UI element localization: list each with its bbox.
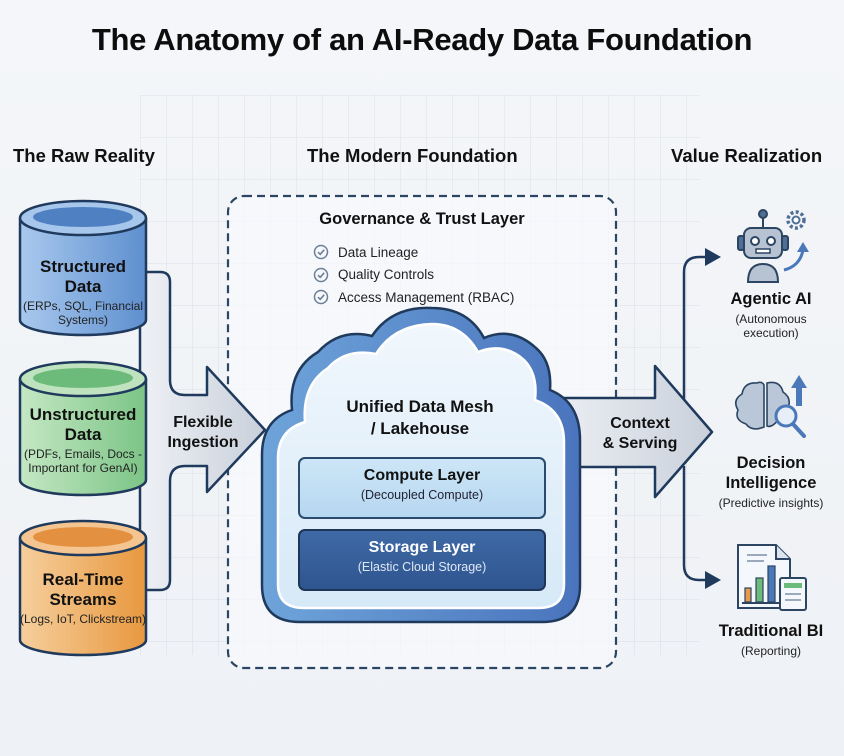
governance-item-label: Data Lineage [338,244,419,260]
governance-item: Access Management (RBAC) [313,286,514,309]
compute-layer: Compute Layer (Decoupled Compute) [298,457,546,519]
governance-item: Data Lineage [313,241,514,264]
check-circle-icon [313,290,329,305]
report-chart-icon [737,544,807,611]
cylinder-real-time-streams [18,519,148,657]
outcome-title: Agentic AI [730,290,812,308]
source-subtitle: (Logs, IoT, Clickstream) [19,612,147,627]
ingestion-arrow [138,270,267,592]
storage-layer-title: Storage Layer [368,539,476,556]
check-circle-icon [313,245,329,260]
source-subtitle: (ERPs, SQL, Financial Systems) [22,299,144,328]
cylinder-unstructured-data [18,360,148,497]
governance-title: Governance & Trust Layer [319,210,525,228]
arrowhead-agentic-ai [705,248,721,266]
outcome-title: Traditional BI [718,622,824,640]
outcome-subtitle: (Reporting) [740,643,802,658]
column-heading-value-realization: Value Realization [671,145,823,166]
governance-item-label: Quality Controls [338,267,435,283]
cylinder-structured-data [18,199,148,337]
brain-magnifier-icon [734,375,807,438]
robot-gear-icon [737,209,809,283]
governance-item: Quality Controls [313,264,514,287]
compute-layer-title: Compute Layer [363,467,481,484]
check-circle-icon [313,267,329,282]
governance-list: Data Lineage Quality Controls Access Man… [313,241,514,309]
cloud-title: Unified Data Mesh/ Lakehouse [346,397,494,439]
page-title: The Anatomy of an AI-Ready Data Foundati… [91,22,753,57]
storage-layer-subtitle: (Elastic Cloud Storage) [357,560,487,574]
storage-layer: Storage Layer (Elastic Cloud Storage) [298,529,546,591]
source-subtitle: (PDFs, Emails, Docs - Important for GenA… [23,447,142,476]
connector-to-agentic-ai [682,255,707,400]
governance-item-label: Access Management (RBAC) [338,289,515,305]
outcome-subtitle: (Predictive insights) [718,495,824,510]
serving-label: Context& Serving [602,415,678,452]
compute-layer-subtitle: (Decoupled Compute) [360,488,484,502]
connector-to-traditional-bi [682,466,707,582]
column-heading-raw-reality: The Raw Reality [13,145,155,166]
outcome-traditional-bi: Traditional BI (Reporting) [704,622,838,658]
column-heading-modern-foundation: The Modern Foundation [307,145,518,166]
arrowhead-traditional-bi [705,571,721,589]
